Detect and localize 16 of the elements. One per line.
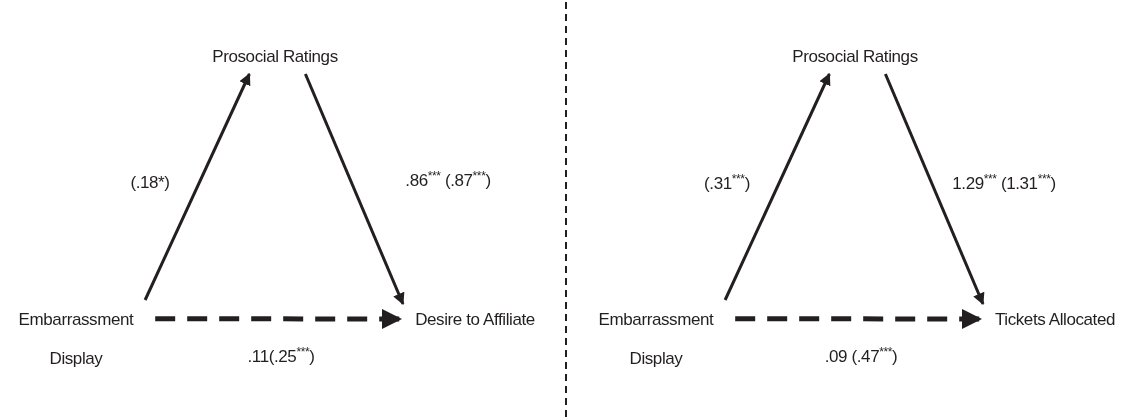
- dashed-arrow: [155, 309, 402, 329]
- node-label: Desire to Affiliate: [415, 308, 535, 331]
- edge-label: (.31$^{***}$): [702, 171, 752, 195]
- arrow: [884, 73, 985, 306]
- dashed-arrow: [735, 309, 982, 329]
- arrow: [723, 72, 831, 301]
- edge-label: 1.29$^{***}$ (1.31$^{***}$): [950, 171, 1058, 195]
- node-label: Tickets Allocated: [994, 308, 1116, 331]
- node-label: Prosocial Ratings: [212, 45, 338, 68]
- arrow: [143, 72, 251, 301]
- node-label: Prosocial Ratings: [792, 45, 918, 68]
- edge-label: .86$^{***}$ (.87$^{***}$): [403, 168, 493, 192]
- node-label: Embarrassment Display: [597, 309, 715, 370]
- arrow: [304, 73, 405, 306]
- node-label: Embarrassment Display: [17, 309, 135, 370]
- edge-label: (.18*): [128, 173, 172, 193]
